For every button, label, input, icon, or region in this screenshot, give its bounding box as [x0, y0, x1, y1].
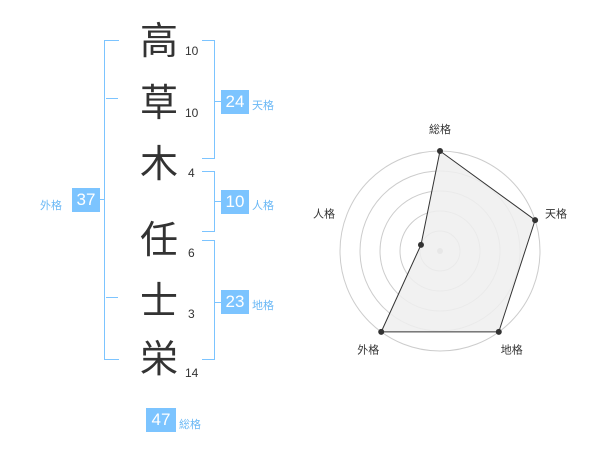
radar-axis-label: 人格: [313, 206, 335, 220]
stroke-count-1: 10: [185, 44, 199, 58]
gaikaku-bracket-connector: [96, 199, 105, 200]
stroke-count-6: 14: [185, 366, 199, 380]
gaikaku-label: 外格: [40, 199, 62, 212]
name-char-2: 草: [139, 81, 178, 125]
soukaku-value-badge: 47: [146, 408, 176, 432]
radar-point-5: [417, 241, 424, 248]
radar-axis-label: 天格: [545, 206, 567, 220]
stroke-count-3: 4: [188, 166, 195, 180]
jinkaku-bracket-connector: [215, 201, 221, 202]
radar-axis-label: 地格: [501, 343, 523, 357]
radar-point-3: [495, 328, 502, 335]
name-char-5: 士: [139, 279, 178, 323]
name-char-3: 木: [139, 142, 178, 186]
chikaku-value-badge: 23: [221, 290, 249, 314]
radar-axis-label: 総格: [429, 122, 451, 136]
chikaku-label: 地格: [252, 299, 274, 312]
tenkaku-bracket: [202, 40, 215, 159]
radar-point-1: [437, 148, 443, 154]
tenkaku-label: 天格: [252, 99, 274, 112]
jinkaku-value-badge: 10: [221, 190, 249, 214]
stroke-count-2: 10: [185, 106, 199, 120]
gaikaku-bracket: [104, 40, 119, 360]
radar-series-area: [380, 150, 536, 333]
name-char-6: 栄: [139, 337, 178, 381]
jinkaku-bracket: [202, 171, 215, 232]
stroke-count-4: 6: [188, 246, 195, 260]
chikaku-bracket-connector: [215, 302, 221, 303]
jinkaku-label: 人格: [252, 199, 274, 212]
stroke-count-5: 3: [188, 307, 195, 321]
tenkaku-value-badge: 24: [221, 90, 249, 114]
name-char-1: 高: [139, 19, 178, 63]
tenkaku-bracket-connector: [215, 101, 221, 102]
gaikaku-bracket-tick: [106, 98, 118, 99]
soukaku-label: 総格: [179, 418, 201, 431]
name-char-4: 任: [139, 218, 178, 262]
radar-point-2: [532, 217, 539, 224]
gaikaku-value-badge: 37: [72, 188, 100, 212]
gaikaku-bracket-tick: [106, 297, 118, 298]
radar-axis-label: 外格: [357, 343, 379, 357]
chikaku-bracket: [202, 240, 215, 360]
radar-point-4: [378, 328, 385, 335]
